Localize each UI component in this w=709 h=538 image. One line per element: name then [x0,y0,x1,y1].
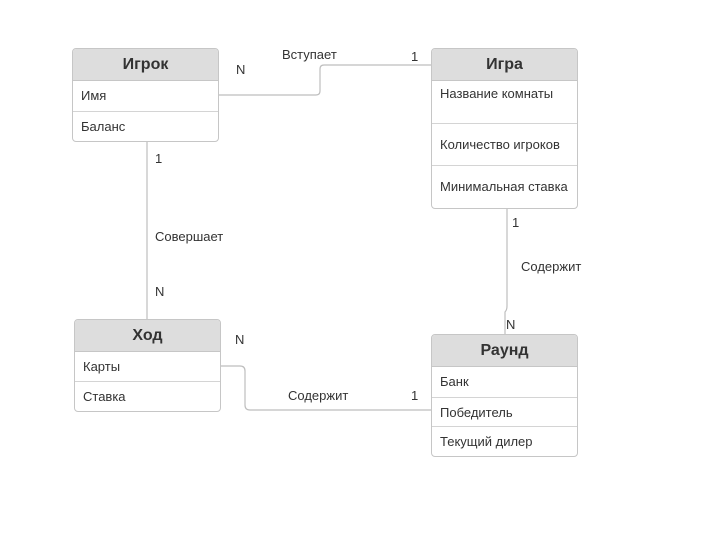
round-move-connector [221,365,431,411]
entity-move[interactable]: Ход Карты Ставка [74,319,221,412]
entity-player[interactable]: Игрок Имя Баланс [72,48,219,142]
joins-cardinality-from: N [236,62,246,77]
makes-label: Совершает [155,229,224,244]
game-round-label: Содержит [521,259,582,274]
joins-connector [219,64,432,96]
joins-label: Вступает [282,47,337,62]
entity-game[interactable]: Игра Название комнаты Количество игроков… [431,48,578,209]
entity-round-field: Банк [440,374,469,389]
makes-cardinality-from: 1 [155,151,163,166]
round-move-cardinality-to: N [235,332,245,347]
entity-round[interactable]: Раунд Банк Победитель Текущий дилер [431,334,578,457]
entity-round-field: Текущий дилер [432,426,577,456]
entity-game-field: Количество игроков [432,123,577,165]
makes-cardinality-to: N [155,284,165,299]
entity-game-field: Название комнаты [440,86,554,101]
round-move-label: Содержит [288,388,349,403]
entity-game-field: Минимальная ставка [432,165,577,208]
entity-player-title: Игрок [73,49,218,81]
entity-player-field: Имя [81,88,107,103]
entity-game-title: Игра [432,49,577,81]
entity-player-field: Баланс [73,111,218,141]
round-move-cardinality-from: 1 [411,388,419,403]
entity-move-field: Ставка [75,381,220,411]
entity-move-title: Ход [75,320,220,352]
joins-cardinality-to: 1 [411,49,419,64]
game-round-cardinality-from: 1 [512,215,520,230]
entity-move-field: Карты [83,359,121,374]
entity-round-title: Раунд [432,335,577,367]
game-round-cardinality-to: N [506,317,516,332]
entity-round-field: Победитель [432,397,577,426]
game-round-connector [504,209,508,334]
